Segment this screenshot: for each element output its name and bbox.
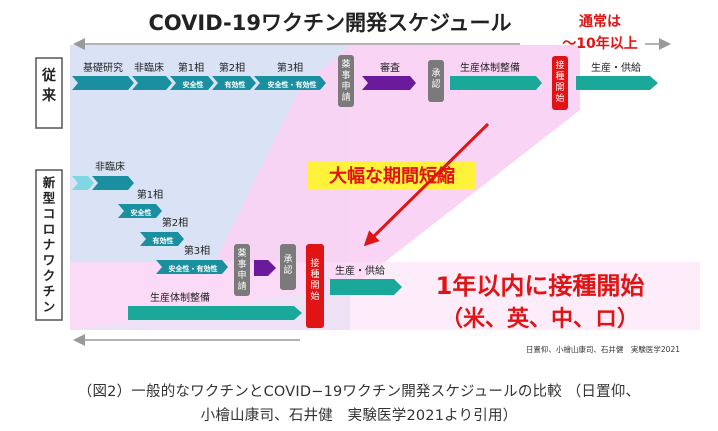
box-new-vaccination-start xyxy=(306,244,324,328)
label-production-supply: 生産・供給 xyxy=(591,61,641,74)
shortening-callout-box xyxy=(308,161,476,189)
arrow-new-production-setup xyxy=(128,306,302,320)
arrow-phase2 xyxy=(212,76,256,90)
arrow-new-phase3 xyxy=(156,260,228,274)
arrow-nonclinical xyxy=(132,76,172,90)
schedule-diagram: COVID-19ワクチン開発スケジュール 通常は 〜10年以上 従来 新型コロナ… xyxy=(35,11,700,354)
arrow-review xyxy=(362,76,416,90)
arrow-production-supply xyxy=(576,76,658,90)
label-new-phase3: 第3相 xyxy=(184,244,210,257)
new-row-label: 新型コロナワクチン xyxy=(43,175,56,314)
label-phase3: 第3相 xyxy=(277,61,303,74)
box-approval-application xyxy=(338,55,354,107)
text-new-approval: 承認 xyxy=(283,254,292,276)
label-phase3-safety-efficacy: 安全性・有効性 xyxy=(268,80,317,89)
caption-line2: 小檜山康司、石井健 実験医学2021より引用） xyxy=(200,408,518,424)
arrow-new-start xyxy=(72,176,94,190)
arrow-new-phase1 xyxy=(118,204,162,218)
label-production-setup: 生産体制整備 xyxy=(460,61,520,74)
label-new-production-supply: 生産・供給 xyxy=(335,264,385,277)
shortening-red-arrow xyxy=(363,122,490,247)
conventional-row-label: 従来 xyxy=(41,67,57,104)
label-new-phase2-efficacy: 有効性 xyxy=(153,236,174,245)
label-new-phase1: 第1相 xyxy=(137,188,163,201)
label-phase2: 第2相 xyxy=(219,61,245,74)
result-line1: 1年以内に接種開始 xyxy=(436,272,645,300)
diagram-title: COVID-19ワクチン開発スケジュール xyxy=(148,11,511,35)
conventional-row: 基礎研究 非臨床 第1相 安全性 第2相 有効性 第3相 安全性・有効性 薬事申… xyxy=(72,55,658,110)
label-new-phase1-safety: 安全性 xyxy=(131,208,152,217)
arrow-new-production-supply xyxy=(330,279,402,295)
box-new-approval xyxy=(280,244,296,290)
usual-note-line1: 通常は xyxy=(579,13,621,30)
credit-text: 日置仰、小檜山康司、石井健 実験医学2021 xyxy=(526,344,680,354)
box-approval xyxy=(428,60,444,102)
arrow-new-phase2 xyxy=(140,232,184,246)
label-new-phase2: 第2相 xyxy=(162,216,188,229)
label-basic-research: 基礎研究 xyxy=(83,61,123,74)
text-vaccination-start: 接種開始 xyxy=(555,59,564,104)
conventional-row-label-box xyxy=(35,57,63,129)
new-row-label-box xyxy=(35,169,63,321)
label-phase1: 第1相 xyxy=(178,61,204,74)
result-line2: （米、英、中、ロ） xyxy=(441,307,639,332)
text-approval-application: 薬事申請 xyxy=(341,58,350,103)
arrow-production-setup xyxy=(450,76,542,90)
label-review: 審査 xyxy=(380,61,400,74)
new-row: 非臨床 第1相 安全性 第2相 有効性 第3相 安全性・有効性 薬事申請 承認 … xyxy=(72,160,402,328)
text-new-vaccination-start: 接種開始 xyxy=(310,257,319,302)
label-phase1-safety: 安全性 xyxy=(183,80,204,89)
arrow-phase1 xyxy=(170,76,214,90)
text-approval: 承認 xyxy=(431,68,440,90)
shortening-callout-text: 大幅な期間短縮 xyxy=(329,165,455,187)
arrow-phase3 xyxy=(254,76,326,90)
text-new-approval-application: 薬事申請 xyxy=(237,247,246,292)
label-phase2-efficacy: 有効性 xyxy=(225,80,246,89)
usual-note-line2: 〜10年以上 xyxy=(562,35,637,52)
arrow-basic-research xyxy=(72,76,134,90)
label-new-phase3-safety-efficacy: 安全性・有効性 xyxy=(169,264,218,273)
caption-line1: （図2）一般的なワクチンとCOVID−19ワクチン開発スケジュールの比較 （日置… xyxy=(77,384,641,400)
arrow-new-review xyxy=(254,260,276,276)
box-vaccination-start xyxy=(552,56,568,110)
arrow-new-nonclinical xyxy=(92,176,134,190)
label-new-nonclinical: 非臨床 xyxy=(95,160,125,173)
label-new-production-setup: 生産体制整備 xyxy=(150,291,210,304)
label-nonclinical: 非臨床 xyxy=(134,61,164,74)
box-new-approval-application xyxy=(234,244,250,296)
